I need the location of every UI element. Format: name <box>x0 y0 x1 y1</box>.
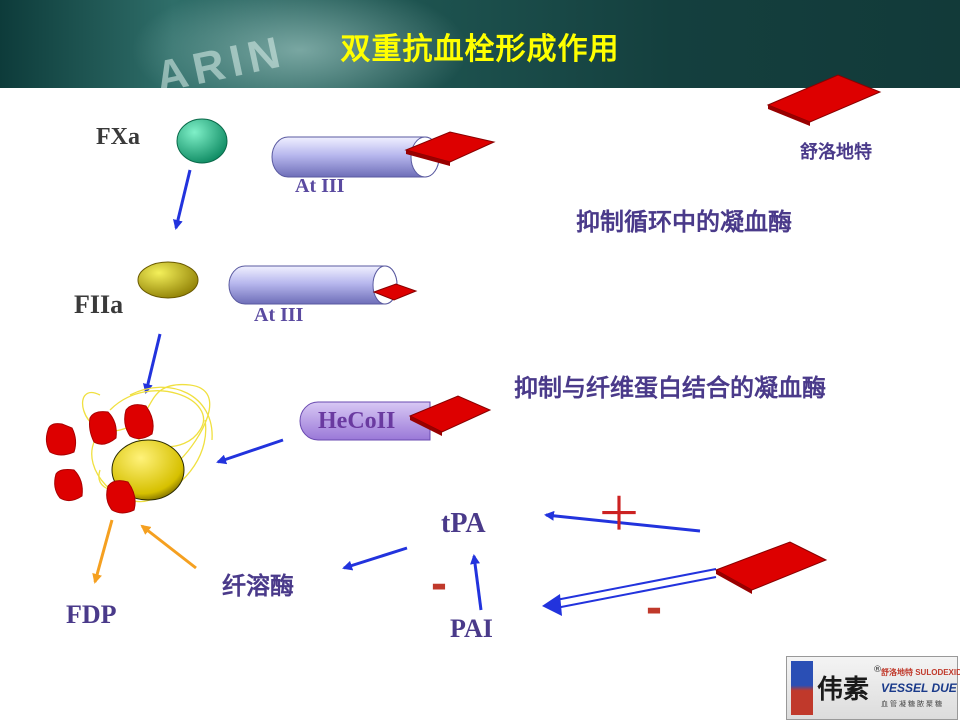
fdp-label: FDP <box>66 600 117 629</box>
at3-mid-label: At III <box>254 304 304 326</box>
logo-brand-text: 伟素 <box>817 675 870 705</box>
arrow-hecoii-to-clot <box>216 438 284 465</box>
arrow-fibrinolysin-to-clot <box>140 524 197 570</box>
minus-sign-right: - <box>646 581 662 634</box>
at3-top-label: At III <box>295 175 345 197</box>
tpa-label: tPA <box>441 508 486 539</box>
rbc-2 <box>89 411 117 445</box>
red-blood-cells <box>45 404 154 514</box>
arrow-clot-to-fdp <box>92 519 114 584</box>
at3-mid-cylinder-icon <box>228 265 418 305</box>
legend-drug-label: 舒洛地特 <box>800 142 872 163</box>
fibrinolysin-label: 纤溶酶 <box>222 572 294 600</box>
header-banner: ARIN <box>0 0 960 88</box>
pai-label: PAI <box>450 614 493 643</box>
logo-line1: 舒洛地特 SULODEXIDE <box>881 668 960 677</box>
logo-bar-icon <box>791 661 813 715</box>
arrow-fiia-to-clot <box>143 333 162 394</box>
arrow-drug-to-tpa <box>544 510 701 533</box>
legend-drug-tile-icon <box>766 74 882 126</box>
fxa-label: FXa <box>96 124 140 150</box>
logo-registered-mark: ® <box>873 665 882 675</box>
rbc-3 <box>124 404 154 440</box>
annotation-inhibit-circulating: 抑制循环中的凝血酶 <box>576 208 792 236</box>
arrow-fxa-to-fiia <box>173 169 192 230</box>
slide-title: 双重抗血栓形成作用 <box>340 32 620 67</box>
brand-logo: 伟素 ® 舒洛地特 SULODEXIDE VESSEL DUE F 血管凝糖脓聚… <box>786 656 960 720</box>
rbc-4 <box>54 469 83 502</box>
arrow-pai-to-tpa <box>470 554 483 611</box>
hecoii-capsule-icon <box>299 395 492 441</box>
fiia-label: FIIa <box>74 290 124 319</box>
fiia-sphere-icon <box>137 261 199 299</box>
minus-sign-left: - <box>431 557 447 610</box>
hecoii-label: HeCoII <box>318 408 396 434</box>
plus-sign: ＋ <box>596 488 642 540</box>
arrow-drug-to-pai <box>542 568 717 616</box>
logo-line2: VESSEL DUE F <box>881 681 960 695</box>
arrow-tpa-to-fibrinolysin <box>342 546 408 571</box>
logo-line3: 血管凝糖脓聚糖 <box>881 700 944 708</box>
rbc-1 <box>45 423 77 456</box>
fxa-sphere-icon <box>176 118 228 164</box>
annotation-inhibit-fibrin-bound: 抑制与纤维蛋白结合的凝血酶 <box>514 374 826 402</box>
header-glow-decoration <box>130 0 470 88</box>
at3-top-cylinder-icon <box>271 131 496 178</box>
rbc-5 <box>106 480 136 514</box>
drug-tile-icon <box>714 541 828 594</box>
